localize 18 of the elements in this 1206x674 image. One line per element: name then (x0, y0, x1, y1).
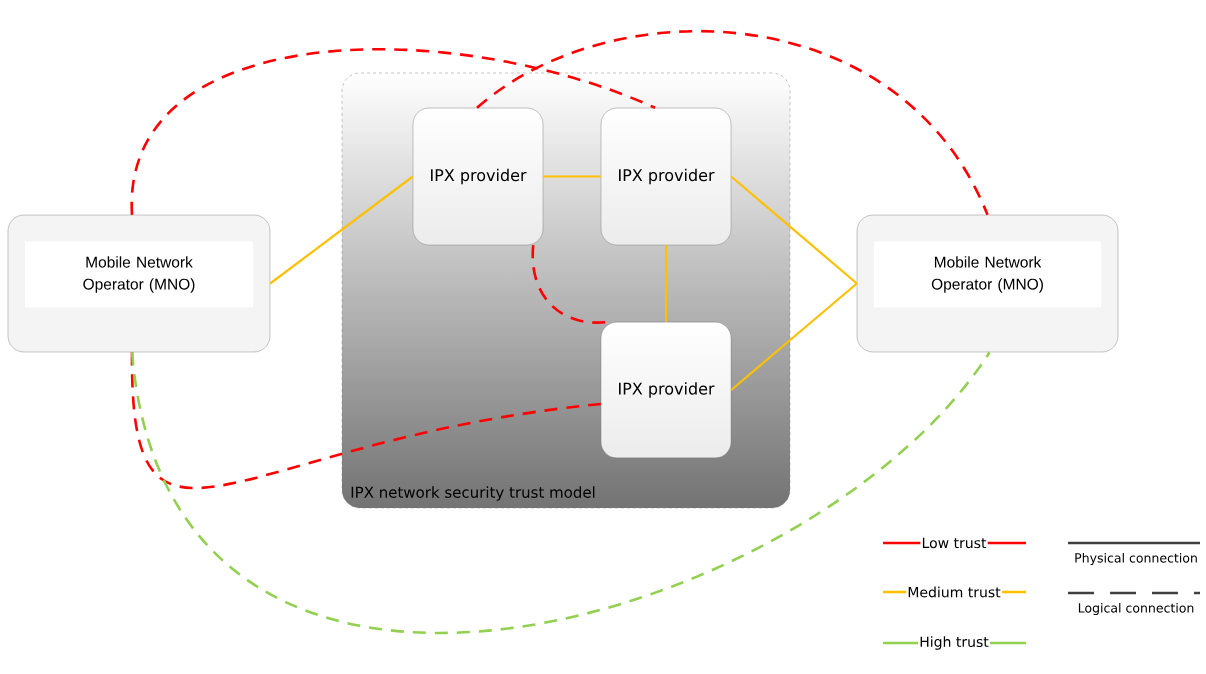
provider-box: IPX provider (600, 321, 732, 459)
legend-label: Medium trust (908, 586, 1001, 598)
legend-item: Physical connection (1068, 541, 1200, 566)
connection-line (664, 245, 668, 322)
provider-box: IPX provider (600, 107, 732, 246)
operator-box: Mobile Network Operator (MNO) (856, 214, 1119, 353)
provider-box: IPX provider (412, 107, 544, 246)
connection-line (730, 282, 858, 391)
connection-line (730, 175, 858, 285)
connection-line (476, 30, 989, 216)
connection-line (130, 351, 991, 634)
legend-label: Low trust (922, 537, 987, 549)
connection-line (269, 175, 414, 285)
operator-box: Mobile Network Operator (MNO) (7, 214, 271, 353)
legend-label: High trust (920, 636, 989, 650)
connection-line (543, 175, 601, 178)
connection-line (130, 48, 656, 215)
legend-item: Logical connection (1068, 591, 1200, 616)
